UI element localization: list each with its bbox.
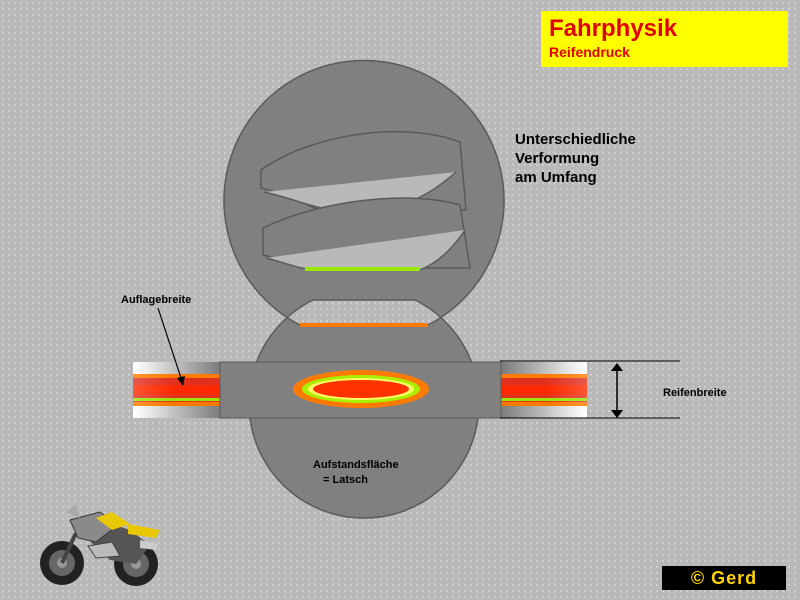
deformation-note: Unterschiedliche Verformung am Umfang: [515, 130, 695, 187]
tire-ring: [223, 59, 505, 519]
contact-line-green: [305, 267, 420, 271]
title-box: Fahrphysik Reifendruck: [541, 11, 788, 67]
auflagebreite-label: Auflagebreite: [121, 294, 192, 306]
tire-segment-lower: [262, 197, 471, 271]
aufstandsflaeche-line-1: Aufstandsfläche: [313, 459, 399, 471]
aufstandsflaeche-line-2: = Latsch: [323, 474, 368, 486]
double-arrow-icon: [611, 363, 623, 418]
page-title: Fahrphysik: [549, 15, 678, 42]
page-subtitle: Reifendruck: [549, 44, 630, 60]
aufstandsflaeche-label: Aufstandsfläche = Latsch: [313, 458, 399, 488]
deformation-note-line-2: Verformung: [515, 150, 600, 167]
contact-patch-view: [133, 361, 587, 419]
arrow-icon: [157, 307, 185, 386]
contact-line-bottom: [300, 323, 428, 327]
motorcycle-icon: [40, 504, 160, 586]
deformation-note-line-3: am Umfang: [515, 169, 597, 186]
contact-ellipse-red: [313, 380, 409, 398]
copyright-badge: © Gerd: [662, 566, 786, 590]
deformation-note-line-1: Unterschiedliche: [515, 131, 636, 148]
reifenbreite-label: Reifenbreite: [663, 387, 727, 399]
